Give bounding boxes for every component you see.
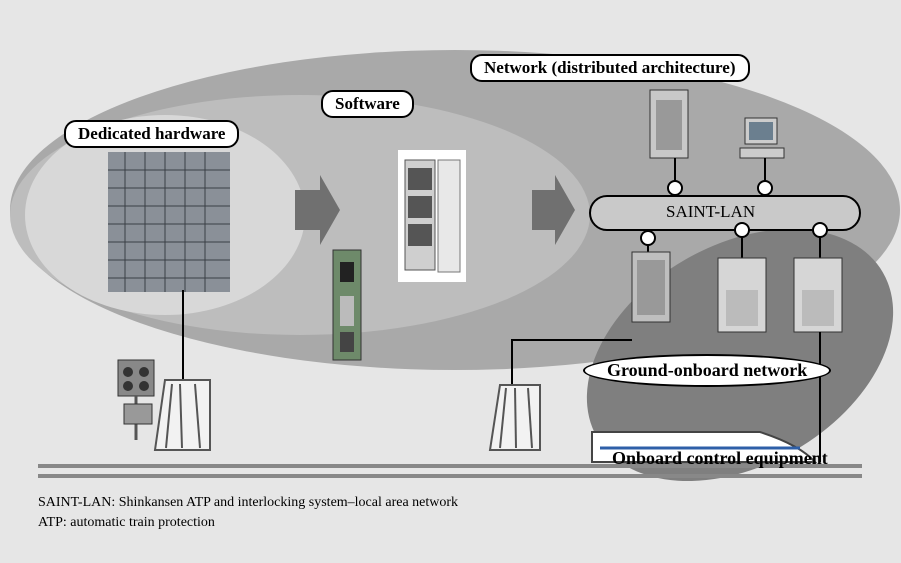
onboard-control-label: Onboard control equipment [612,448,828,468]
signal-icon [117,359,155,440]
cabinet-icon [398,150,466,282]
server-icon [649,89,689,159]
switch-icon [631,251,671,323]
footnote-1: SAINT-LAN: Shinkansen ATP and interlocki… [38,495,459,510]
node-icon [757,180,773,196]
relay-rack-icon [108,152,230,292]
node-icon [734,222,750,238]
train-icon [591,431,818,463]
ground-onboard-label: Ground-onboard network [583,354,832,387]
server-icon [793,257,843,333]
saint-lan-bus [589,195,861,231]
node-icon [640,230,656,246]
track-icon [153,379,211,451]
pc-icon [739,117,785,159]
network-label: Network (distributed architecture) [470,54,750,82]
dedicated-hardware-label: Dedicated hardware [64,120,240,148]
arrow-icon [295,175,340,245]
server-icon [717,257,767,333]
footnote-2: ATP: automatic train protection [38,515,215,530]
software-label: Software [321,90,414,118]
node-icon [667,180,683,196]
track-icon [488,384,541,451]
arrow-icon [532,175,575,245]
saint-lan-label: SAINT-LAN [666,202,756,221]
circuit-board-icon [332,249,362,361]
node-icon [812,222,828,238]
rail-track [38,464,862,478]
